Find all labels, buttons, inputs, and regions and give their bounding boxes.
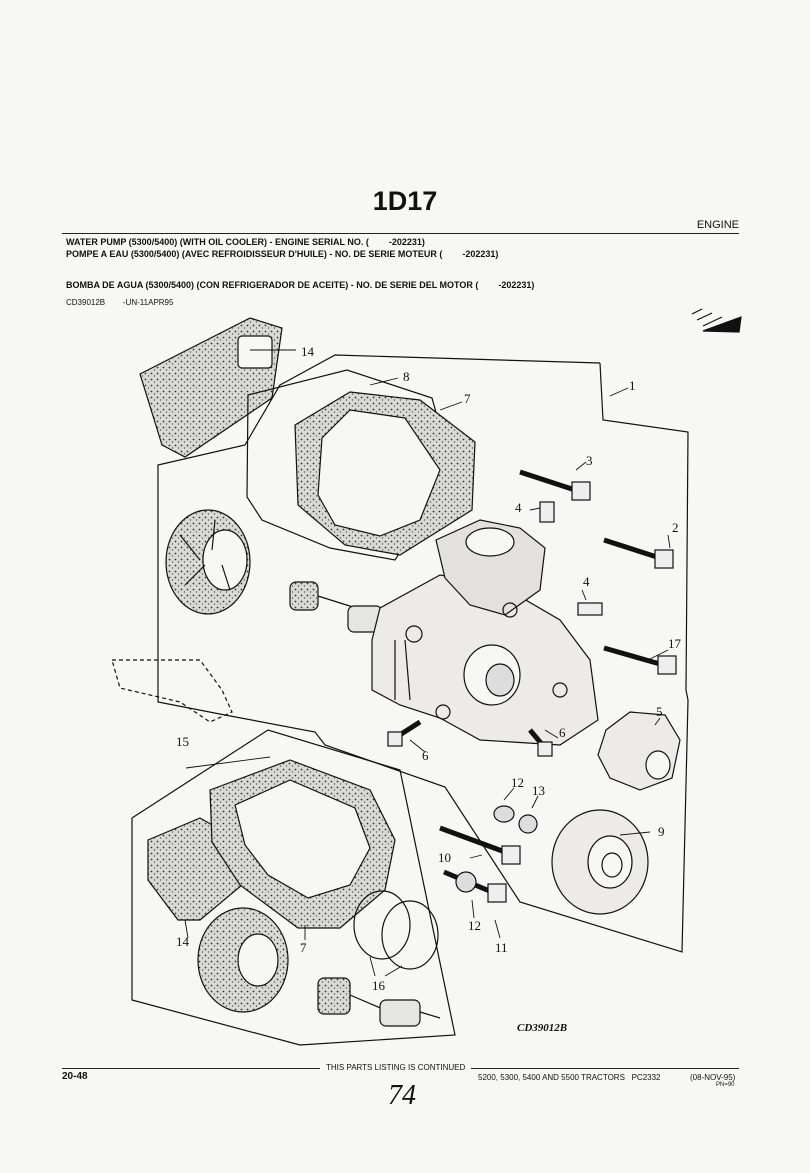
callout-1: 1: [629, 378, 636, 393]
bolt-10: [439, 825, 521, 865]
figure-reference: CD39012B -UN-11APR95: [66, 298, 174, 307]
callout-15: 15: [176, 734, 189, 749]
callout-8: 8: [403, 369, 410, 384]
bolt-6-right: [528, 728, 553, 757]
gasket-8: [246, 369, 453, 561]
fitting-4-top: [539, 501, 555, 523]
callout-6-right: 6: [559, 725, 566, 740]
callout-11: 11: [495, 940, 508, 955]
callout-4-side: 4: [583, 574, 590, 589]
callout-12-bottom: 12: [468, 918, 481, 933]
callout-16: 16: [372, 978, 386, 993]
title-english: WATER PUMP (5300/5400) (WITH OIL COOLER)…: [66, 237, 425, 247]
callout-5: 5: [656, 704, 663, 719]
title-french: POMPE A EAU (5300/5400) (AVEC REFROIDISS…: [66, 249, 499, 259]
hub-5: [597, 711, 681, 791]
pn-code: PN=90: [716, 1082, 735, 1088]
washer-12-b: [455, 871, 477, 893]
callout-labels: 1 2 3 4 4 5 6 6 7 7 8 9 10 11 12 12 13 1…: [176, 344, 682, 993]
callout-10: 10: [438, 850, 451, 865]
lower-assembly-outline: [131, 729, 456, 1046]
washer-12-a: [493, 805, 515, 823]
handwritten-page-number: 74: [388, 1080, 416, 1111]
title-spanish: BOMBA DE AGUA (5300/5400) (CON REFRIGERA…: [66, 280, 535, 290]
callout-14-bottom: 14: [176, 934, 190, 949]
pump-shaft-top: [289, 581, 383, 633]
callout-2: 2: [672, 520, 679, 535]
direction-arrow-icon: [691, 308, 742, 333]
nut-13: [518, 814, 538, 834]
figure-id: CD39012B: [517, 1022, 568, 1034]
hose-dashed: [111, 659, 233, 723]
bolt-2: [603, 537, 674, 569]
page-code: 1D17: [372, 186, 438, 216]
callout-3: 3: [586, 453, 593, 468]
callout-9: 9: [658, 824, 665, 839]
callout-6-left: 6: [422, 748, 429, 763]
print-date: (08-NOV-95): [690, 1073, 736, 1082]
pulley-9: [551, 809, 649, 915]
continued-note: THIS PARTS LISTING IS CONTINUED: [320, 1063, 472, 1072]
callout-7-top: 7: [464, 391, 471, 406]
pump-housing: [371, 519, 599, 746]
callout-12-top: 12: [511, 775, 524, 790]
bolt-3: [519, 469, 591, 501]
callout-7-bottom: 7: [300, 940, 307, 955]
fitting-4-side: [577, 602, 603, 616]
assembly-outline: [157, 354, 689, 953]
bolt-17: [603, 645, 677, 675]
bolt-6-left: [387, 719, 422, 747]
impeller-top: [165, 509, 251, 615]
impeller-bottom: [197, 907, 289, 1013]
page-number: 20-48: [62, 1071, 88, 1082]
header-rule: [62, 233, 739, 234]
tractor-models: 5200, 5300, 5400 AND 5500 TRACTORS PC233…: [478, 1073, 661, 1082]
callout-4-top: 4: [515, 500, 522, 515]
section-label: ENGINE: [696, 219, 739, 231]
o-rings-16: [353, 890, 439, 970]
callout-14-top: 14: [301, 344, 315, 359]
callout-13: 13: [532, 783, 545, 798]
callout-17: 17: [668, 636, 682, 651]
pump-shaft-bottom: [317, 977, 441, 1027]
